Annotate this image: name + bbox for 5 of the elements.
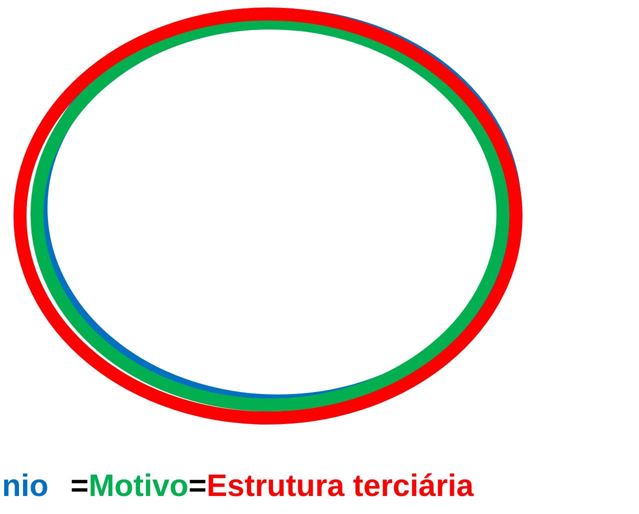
equals-sign: = (188, 468, 207, 504)
legend-label: Motivo (88, 468, 188, 504)
legend-label: nio (2, 468, 48, 504)
legend-label: Estrutura terciária (206, 468, 474, 504)
equals-sign: = (70, 468, 89, 504)
